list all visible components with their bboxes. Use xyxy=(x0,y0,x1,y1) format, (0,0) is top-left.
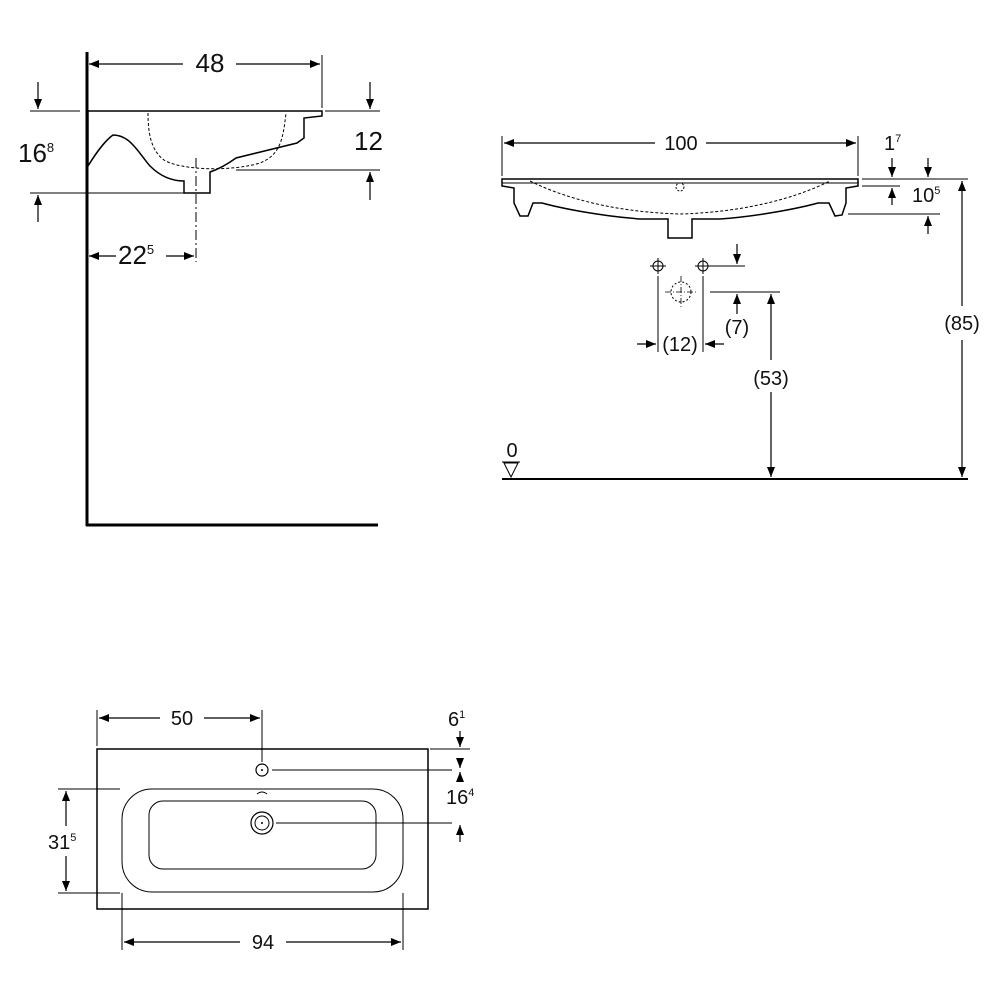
bowl-hidden-line xyxy=(147,112,287,170)
dim-105-label: 105 xyxy=(912,185,940,207)
dim-17-label: 17 xyxy=(884,133,901,155)
front-tap-hole-hidden xyxy=(675,182,685,192)
tap-hole-symbol-right xyxy=(695,258,711,274)
dim-94-label: 94 xyxy=(252,932,274,954)
top-drain-outer xyxy=(250,811,274,835)
side-view: 48 168 12 225 xyxy=(18,48,383,527)
tap-hole-symbol-left xyxy=(650,258,666,274)
basin-front-profile xyxy=(501,178,859,239)
dim-164-label: 164 xyxy=(446,787,474,809)
basin-side-profile xyxy=(87,110,323,194)
front-view: 100 17 105 (85) (7) xyxy=(501,133,980,480)
bowl-outer-outline xyxy=(121,788,404,893)
top-drain-center xyxy=(261,822,263,824)
dim-12-paren-label: (12) xyxy=(662,334,698,356)
overflow-slot xyxy=(256,791,268,795)
dim-48-label: 48 xyxy=(196,48,225,78)
dim-225-label: 225 xyxy=(118,240,154,270)
bowl-inner-outline xyxy=(148,800,377,870)
basin-outline xyxy=(96,748,429,910)
dim-315-label: 315 xyxy=(48,832,76,854)
floor-level-label: 0 xyxy=(506,440,517,462)
top-tap-hole xyxy=(255,763,269,777)
dim-12-label: 12 xyxy=(354,126,383,156)
top-drain-inner xyxy=(254,815,270,831)
front-bowl-hidden-line xyxy=(529,180,831,215)
dim-61-label: 61 xyxy=(448,709,465,731)
dim-53-label: (53) xyxy=(753,368,789,390)
floor-level-triangle-icon xyxy=(503,462,519,479)
dim-85-label: (85) xyxy=(944,313,980,335)
dim-7-label: (7) xyxy=(725,317,749,339)
dim-50-label: 50 xyxy=(171,708,193,730)
dim-100-label: 100 xyxy=(664,133,697,155)
dim-168-label: 168 xyxy=(18,138,54,168)
top-tap-hole-center xyxy=(261,769,263,771)
top-view: 50 61 164 315 94 xyxy=(48,708,474,954)
